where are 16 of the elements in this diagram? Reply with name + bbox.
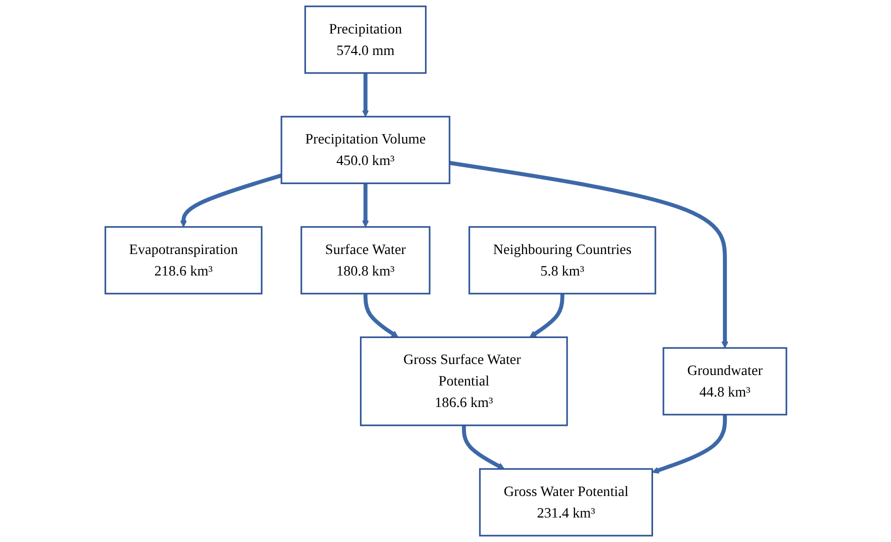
arrow xyxy=(652,414,727,474)
node-box: Neighbouring Countries 5.8 km³ xyxy=(468,226,656,294)
node-box: Gross Surface Water Potential 186.6 km³ xyxy=(360,336,568,426)
node-box: Precipitation Volume 450.0 km³ xyxy=(280,116,450,184)
node-box: Surface Water 180.8 km³ xyxy=(300,226,430,294)
arrow xyxy=(362,183,369,228)
arrow xyxy=(462,425,504,470)
arrow xyxy=(180,174,282,228)
node-box: Gross Water Potential 231.4 km³ xyxy=(478,468,653,536)
arrow xyxy=(529,294,564,338)
arrow xyxy=(448,160,728,348)
node-box: Groundwater 44.8 km³ xyxy=(662,347,787,416)
node-box: Evapotranspiration 218.6 km³ xyxy=(104,226,262,294)
arrow xyxy=(363,294,398,338)
arrow xyxy=(362,73,369,117)
node-box: Precipitation 574.0 mm xyxy=(304,6,426,74)
